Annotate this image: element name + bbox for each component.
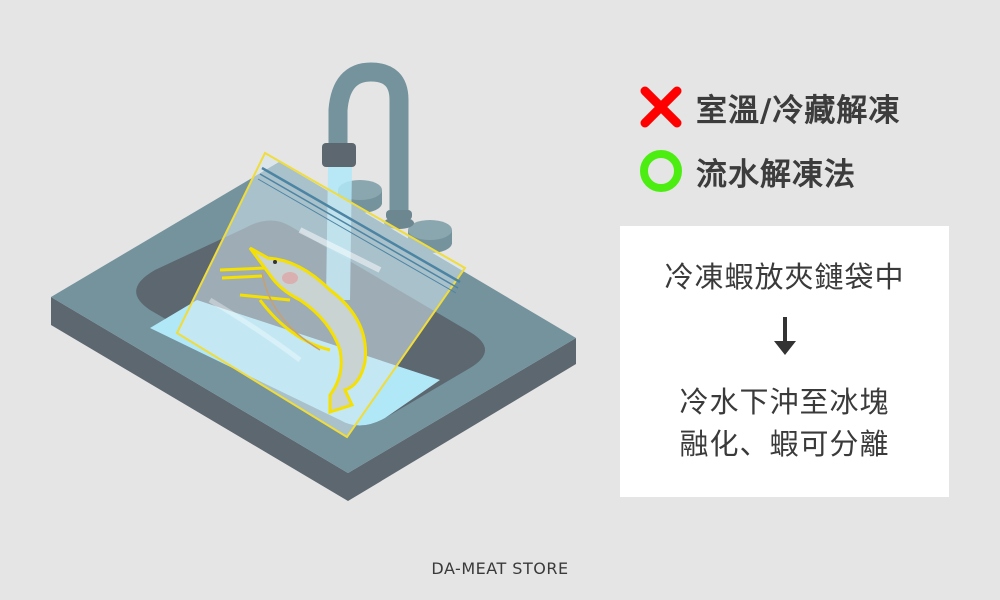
step-2-text: 冷水下沖至冰塊 融化、蝦可分離	[620, 381, 949, 465]
circle-icon	[640, 150, 682, 192]
cross-icon	[640, 86, 682, 128]
brand-footer: DA-MEAT STORE	[431, 559, 569, 578]
step-1-text: 冷凍蝦放夾鏈袋中	[664, 260, 905, 294]
step-2-line-2: 融化、蝦可分離	[679, 427, 890, 461]
step-2-line-1: 冷水下沖至冰塊	[679, 385, 890, 419]
steps-panel: 冷凍蝦放夾鏈袋中 冷水下沖至冰塊 融化、蝦可分離	[620, 226, 949, 497]
faucet	[322, 62, 414, 229]
sink-side	[51, 297, 576, 501]
legend-bad-method: 室溫/冷藏解凍	[638, 84, 900, 130]
legend-bad-label: 室溫/冷藏解凍	[696, 92, 901, 129]
arrow-down-icon	[774, 317, 796, 355]
legend-good-method: 流水解凍法	[638, 148, 856, 194]
shrimp	[219, 246, 368, 415]
sink-illustration	[51, 62, 576, 501]
legend-good-label: 流水解凍法	[696, 156, 856, 193]
